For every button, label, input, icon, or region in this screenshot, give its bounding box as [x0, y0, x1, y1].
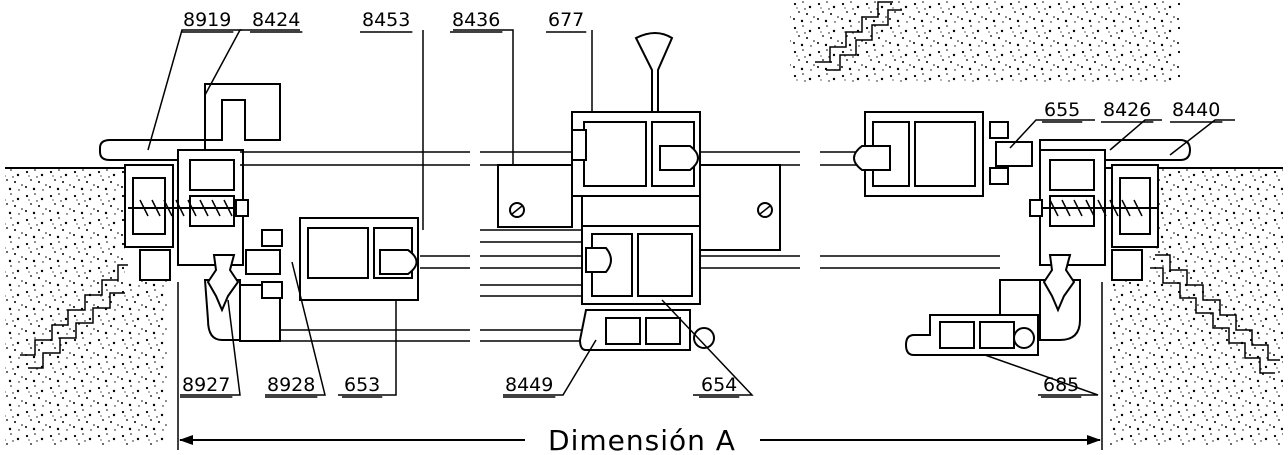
dimension-label: Dimensión A — [548, 424, 736, 455]
label-653: 653 — [344, 374, 380, 396]
label-8426: 8426 — [1103, 99, 1151, 121]
label-8928: 8928 — [267, 374, 315, 396]
label-685: 685 — [1043, 374, 1079, 396]
right-wall-screw — [1029, 199, 1158, 217]
label-655: 655 — [1044, 99, 1080, 121]
label-8424: 8424 — [252, 9, 300, 31]
right-bottom-track-685 — [904, 314, 1039, 356]
label-8927: 8927 — [182, 374, 230, 396]
left-wall — [5, 167, 168, 445]
center-lower-sash-654 — [581, 195, 701, 305]
center-upper-sash-677 — [571, 32, 701, 197]
label-8919: 8919 — [183, 9, 231, 31]
right-anchor-plug — [1042, 254, 1076, 313]
dimension-a: Dimensión A — [177, 282, 1103, 455]
label-8453: 8453 — [362, 9, 410, 31]
left-frame-profile — [99, 83, 281, 342]
center-bottom-track-8449 — [578, 309, 715, 351]
left-anchor-plug — [206, 254, 240, 313]
label-8449: 8449 — [505, 374, 553, 396]
left-wall-screw — [128, 199, 249, 217]
label-8436: 8436 — [452, 9, 500, 31]
right-sash-655 — [853, 111, 1033, 197]
label-677: 677 — [548, 9, 584, 31]
center-keeps — [497, 164, 781, 251]
label-654: 654 — [701, 374, 737, 396]
left-sash-653 — [245, 217, 419, 301]
leader-lines — [147, 29, 1235, 396]
label-8440: 8440 — [1172, 99, 1220, 121]
top-wall-fragment — [790, 0, 1180, 82]
